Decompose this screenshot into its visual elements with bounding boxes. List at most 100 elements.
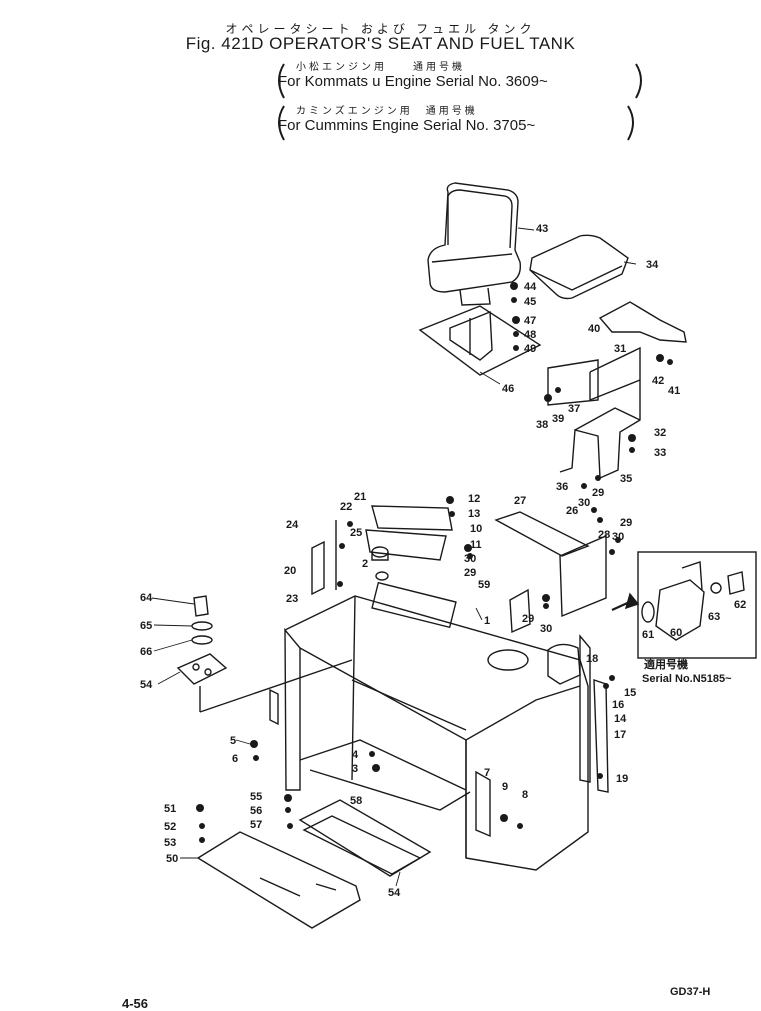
part-label: 52	[164, 821, 176, 833]
bottom-cover-54	[298, 799, 432, 877]
part-labels: 1 2 3 4 5 6 7 8 9 10 11 12 13 14 15 16 1…	[140, 223, 746, 899]
part-label: 24	[286, 519, 299, 531]
part-label: 35	[620, 473, 632, 485]
part-label: 29	[464, 567, 476, 579]
part-label: 30	[540, 623, 552, 635]
tank-cover-plate	[365, 505, 453, 561]
tank-panel	[494, 511, 590, 557]
part-label: 9	[502, 781, 508, 793]
part-label: 41	[668, 385, 680, 397]
part-label: 36	[556, 481, 568, 493]
bottom-cover-50	[196, 831, 361, 929]
part-label: 32	[654, 427, 666, 439]
part-label: 66	[140, 646, 152, 658]
inset-serial: Serial No.N5185~	[642, 673, 732, 685]
seat-cushion	[529, 234, 629, 300]
part-label: 46	[502, 383, 514, 395]
part-label: 33	[654, 447, 666, 459]
seat-pad	[547, 359, 599, 406]
part-label: 47	[524, 315, 536, 327]
part-label: 8	[522, 789, 528, 801]
serial-note-komatsu-jp: 小松エンジン用 通用号機	[296, 62, 465, 73]
part-label: 57	[250, 819, 262, 831]
part-label: 30	[612, 531, 624, 543]
page-number: 4-56	[122, 996, 149, 1011]
part-label: 15	[624, 687, 636, 699]
part-label: 18	[586, 653, 598, 665]
part-label: 2	[362, 558, 368, 570]
pipe-18	[579, 634, 591, 783]
part-label: 64	[140, 592, 153, 604]
part-label: 44	[524, 281, 537, 293]
page-title: Fig. 421D OPERATOR'S SEAT AND FUEL TANK	[185, 34, 576, 53]
side-panel	[559, 534, 607, 618]
leader-lines	[151, 227, 637, 887]
inset-box	[611, 551, 757, 659]
serial-note-cummins-text: For Cummins Engine Serial No. 3705~	[278, 117, 536, 134]
part-label: 19	[616, 773, 628, 785]
paren-right-1	[635, 63, 642, 99]
part-label: 13	[468, 508, 480, 520]
paren-left-2	[278, 105, 285, 141]
cover-plate-59	[509, 588, 531, 634]
part-label: 12	[468, 493, 480, 505]
part-label: 60	[670, 627, 682, 639]
part-label: 17	[614, 729, 626, 741]
part-label: 25	[350, 527, 362, 539]
part-label: 40	[588, 323, 600, 335]
serial-note-cummins: カミンズエンジン用 通用号機 For Cummins Engine Serial…	[278, 102, 535, 134]
part-label: 65	[140, 620, 152, 632]
part-label: 56	[250, 805, 262, 817]
part-label: 11	[470, 539, 482, 551]
part-label: 37	[568, 403, 580, 415]
part-label: 50	[166, 853, 178, 865]
part-label: 38	[536, 419, 548, 431]
part-label: 51	[164, 803, 176, 815]
part-label: 55	[250, 791, 262, 803]
part-label: 34	[646, 259, 659, 271]
paren-right-2	[627, 105, 634, 141]
part-label: 16	[612, 699, 624, 711]
part-label: 1	[484, 615, 490, 627]
serial-note-komatsu: 小松エンジン用 通用号機 For Kommats u Engine Serial…	[278, 58, 548, 90]
fitting-65	[191, 595, 213, 645]
part-label: 7	[484, 767, 490, 779]
seat-base-plate	[418, 305, 542, 376]
part-label: 54	[140, 679, 153, 691]
part-label: 10	[470, 523, 482, 535]
part-label: 59	[478, 579, 490, 591]
part-label: 3	[352, 763, 358, 775]
fasteners	[196, 282, 673, 843]
title-kana: オペレータシート および フュエル タンク	[225, 22, 536, 36]
part-label: 27	[514, 495, 526, 507]
paren-left-1	[278, 63, 285, 99]
part-label: 29	[620, 517, 632, 529]
seat-bracket	[598, 301, 687, 343]
inset-jp-label: 適用号機	[644, 657, 688, 671]
seat-stand	[559, 346, 641, 480]
fuel-tank	[269, 581, 589, 871]
part-label: 58	[350, 795, 362, 807]
part-label: 61	[642, 629, 654, 641]
part-label: 30	[578, 497, 590, 509]
part-label: 4	[352, 749, 359, 761]
part-label: 39	[552, 413, 564, 425]
part-label: 48	[524, 329, 536, 341]
part-label: 63	[708, 611, 720, 623]
part-label: 28	[598, 529, 610, 541]
drawing-code: GD37-H	[670, 986, 711, 998]
serial-note-komatsu-text: For Kommats u Engine Serial No. 3609~	[278, 73, 548, 90]
part-label: 5	[230, 735, 236, 747]
operator-seat	[427, 182, 522, 306]
part-label: 22	[340, 501, 352, 513]
part-label: 45	[524, 296, 536, 308]
part-label: 23	[286, 593, 298, 605]
part-label: 62	[734, 599, 746, 611]
part-label: 29	[522, 613, 534, 625]
part-label: 31	[614, 343, 626, 355]
plate-64	[176, 653, 353, 713]
part-label: 54	[388, 887, 401, 899]
part-label: 29	[592, 487, 604, 499]
part-label: 6	[232, 753, 238, 765]
